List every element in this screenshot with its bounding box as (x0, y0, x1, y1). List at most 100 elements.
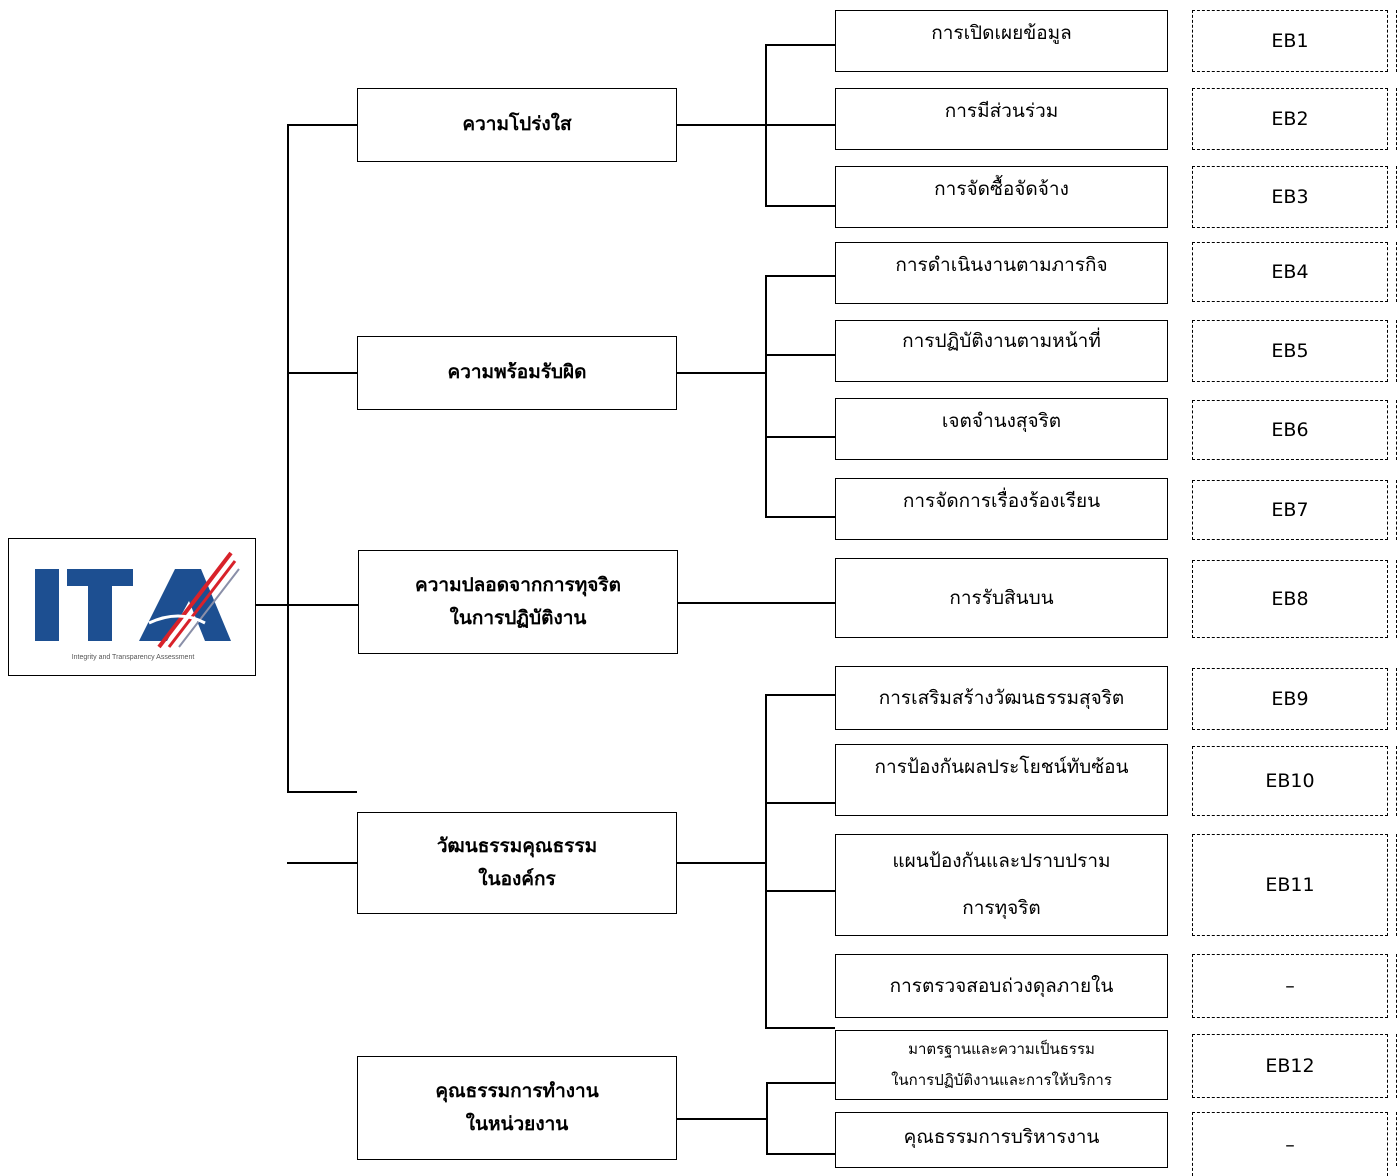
branch-line (765, 694, 767, 1028)
connector (765, 44, 835, 46)
connector (766, 1082, 835, 1084)
cutoff-column-edge (1396, 400, 1397, 460)
indicator-code: EB11 (1192, 834, 1388, 936)
code-label: EB9 (1271, 688, 1309, 710)
code-label: EB4 (1271, 261, 1309, 283)
indicator-box: การตรวจสอบถ่วงดุลภายใน (835, 954, 1168, 1018)
indicator-label: การจัดการเรื่องร้องเรียน (902, 490, 1101, 512)
dimension-label: ความโปร่งใส (462, 113, 572, 136)
connector (765, 124, 835, 126)
indicator-box: การรับสินบน (835, 558, 1168, 638)
indicator-box: มาตรฐานและความเป็นธรรม ในการปฏิบัติงานแล… (835, 1030, 1168, 1100)
connector (677, 862, 766, 864)
connector (677, 1118, 767, 1120)
cutoff-column-edge (1396, 1034, 1397, 1098)
connector (765, 205, 835, 207)
connector (287, 604, 358, 606)
indicator-code: – (1192, 1112, 1388, 1176)
indicator-label: คุณธรรมการบริหารงาน (903, 1126, 1100, 1148)
indicator-box: การจัดซื้อจัดจ้าง (835, 166, 1168, 228)
code-label: EB10 (1265, 770, 1315, 792)
indicator-label: การจัดซื้อจัดจ้าง (934, 178, 1069, 200)
code-label: EB1 (1271, 30, 1309, 52)
cutoff-column-edge (1396, 834, 1397, 936)
cutoff-column-edge (1396, 560, 1397, 638)
code-label: – (1285, 975, 1295, 997)
code-label: EB8 (1271, 588, 1309, 610)
logo-letter-a (139, 569, 231, 641)
cutoff-column-edge (1396, 954, 1397, 1018)
cutoff-column-edge (1396, 1112, 1397, 1166)
indicator-code: EB12 (1192, 1034, 1388, 1098)
indicator-box: การเปิดเผยข้อมูล (835, 10, 1168, 72)
indicator-code: EB2 (1192, 88, 1388, 150)
connector (765, 1027, 835, 1029)
branch-line (765, 275, 767, 517)
indicator-code: EB1 (1192, 10, 1388, 72)
code-label: EB3 (1271, 186, 1309, 208)
code-label: – (1285, 1133, 1295, 1156)
indicator-box: เจตจำนงสุจริต (835, 398, 1168, 460)
indicator-box: คุณธรรมการบริหารงาน (835, 1112, 1168, 1168)
logo-red-stroke-1 (157, 551, 233, 649)
indicator-box: การดำเนินงานตามภารกิจ (835, 242, 1168, 304)
indicator-box: การมีส่วนร่วม (835, 88, 1168, 150)
indicator-label: การมีส่วนร่วม (944, 100, 1059, 122)
indicator-code: EB10 (1192, 746, 1388, 816)
indicator-label: การเสริมสร้างวัฒนธรรมสุจริต (878, 686, 1125, 709)
indicator-box: การปฏิบัติงานตามหน้าที่ (835, 320, 1168, 382)
connector (765, 802, 835, 804)
dimension-accountability: ความพร้อมรับผิด (357, 336, 677, 410)
connector (287, 372, 357, 374)
code-label: EB6 (1271, 419, 1309, 441)
cutoff-column-edge (1396, 668, 1397, 730)
indicator-label: การปฏิบัติงานตามหน้าที่ (902, 330, 1101, 352)
indicator-code: EB4 (1192, 242, 1388, 302)
code-label: EB7 (1271, 499, 1309, 521)
indicator-box: การป้องกันผลประโยชน์ทับซ้อน (835, 744, 1168, 816)
code-label: EB11 (1265, 874, 1315, 896)
indicator-label: แผนป้องกันและปราบปราม การทุจริต (892, 849, 1111, 920)
logo-white-swoosh (148, 614, 206, 625)
connector (287, 862, 357, 864)
connector (765, 890, 835, 892)
cutoff-column-edge (1396, 88, 1397, 150)
dimension-label: ความพร้อมรับผิด (447, 361, 587, 384)
code-label: EB5 (1271, 340, 1309, 362)
main-trunk (287, 124, 289, 792)
connector (765, 694, 835, 696)
dimension-label: วัฒนธรรมคุณธรรม ในองค์กร (436, 834, 598, 890)
indicator-label: การดำเนินงานตามภารกิจ (895, 254, 1108, 276)
logo-letter-t-stem (88, 569, 112, 641)
indicator-box: การเสริมสร้างวัฒนธรรมสุจริต (835, 666, 1168, 730)
indicator-code: EB7 (1192, 480, 1388, 540)
indicator-label: เจตจำนงสุจริต (941, 410, 1062, 432)
dimension-corruption-free: ความปลอดจากการทุจริต ในการปฏิบัติงาน (358, 550, 678, 654)
branch-line (766, 1082, 768, 1154)
code-label: EB12 (1265, 1055, 1315, 1077)
indicator-code: EB8 (1192, 560, 1388, 638)
connector (287, 791, 357, 793)
dimension-integrity-culture: วัฒนธรรมคุณธรรม ในองค์กร (357, 812, 677, 914)
connector (765, 516, 835, 518)
dimension-work-integrity: คุณธรรมการทำงาน ในหน่วยงาน (357, 1056, 677, 1160)
connector (677, 372, 766, 374)
indicator-code: EB3 (1192, 166, 1388, 228)
dimension-label: คุณธรรมการทำงาน ในหน่วยงาน (435, 1079, 599, 1135)
indicator-label: มาตรฐานและความเป็นธรรม ในการปฏิบัติงานแล… (891, 1039, 1112, 1090)
connector (287, 124, 357, 126)
indicator-label: การตรวจสอบถ่วงดุลภายใน (889, 974, 1114, 997)
ita-logo-graphic: Integrity and Transparency Assessment (35, 551, 240, 661)
connector (765, 275, 835, 277)
connector (678, 602, 835, 604)
cutoff-column-edge (1396, 746, 1397, 816)
indicator-code: EB5 (1192, 320, 1388, 382)
connector (256, 604, 288, 606)
cutoff-column-edge (1396, 480, 1397, 540)
logo-grey-stroke (178, 568, 240, 648)
connector (677, 124, 766, 126)
connector (766, 1153, 835, 1155)
code-label: EB2 (1271, 108, 1309, 130)
logo-letter-i (35, 569, 59, 641)
dimension-label: ความปลอดจากการทุจริต ในการปฏิบัติงาน (415, 573, 621, 629)
